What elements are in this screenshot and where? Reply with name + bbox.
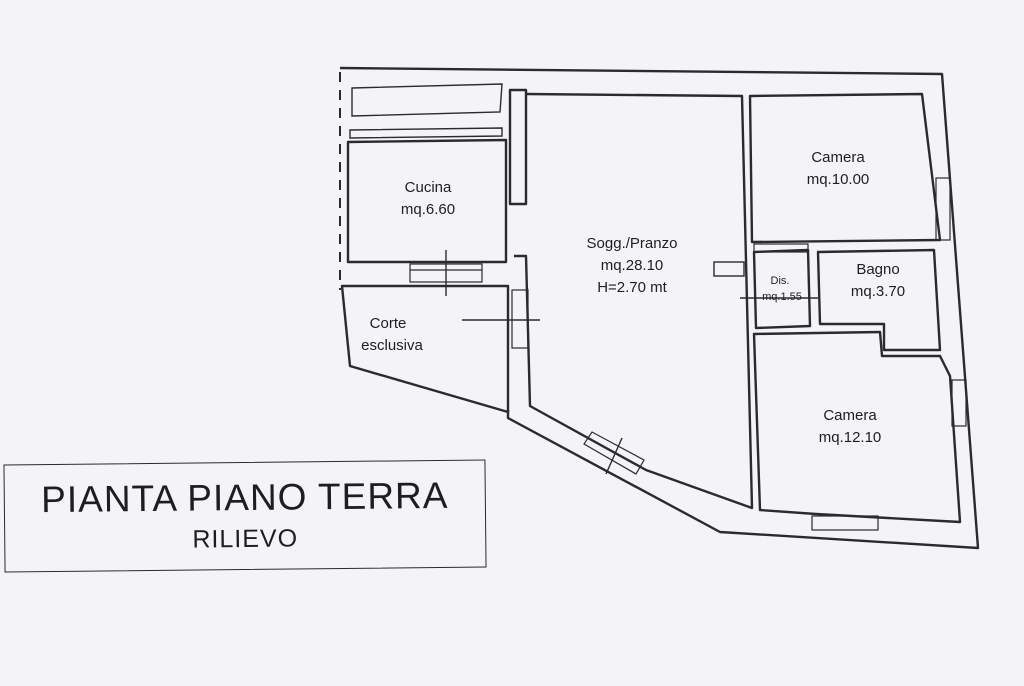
title-block: PIANTA PIANO TERRA RILIEVO (3, 459, 487, 573)
soggiorno-area: mq.28.10 (601, 257, 664, 274)
partition-cucina-soggiorno (508, 88, 528, 206)
camera-bottom-window (951, 379, 967, 427)
label-camera-bottom: Camera mq.12.10 (819, 407, 882, 446)
cucina-wall (346, 138, 508, 264)
corte-name: Corte (370, 315, 407, 332)
dis-name: Dis. (771, 275, 790, 287)
label-dis: Dis. mq.1.55 (762, 275, 802, 303)
wall-stub (713, 261, 745, 277)
plan-title: PIANTA PIANO TERRA (40, 474, 449, 521)
soggiorno-door (511, 289, 529, 349)
cucina-name: Cucina (405, 179, 452, 196)
soggiorno-wall (514, 92, 754, 510)
outer-wall (339, 66, 980, 550)
label-bagno: Bagno mq.3.70 (851, 261, 905, 300)
corte-name-line2: esclusiva (361, 337, 423, 354)
camera-top-area: mq.10.00 (807, 171, 870, 188)
soggiorno-name: Sogg./Pranzo (587, 235, 678, 252)
soggiorno-height: H=2.70 mt (597, 279, 667, 296)
soggiorno-window-axis (605, 437, 623, 475)
dis-wall (752, 248, 812, 330)
corte-boundary (340, 284, 510, 414)
label-soggiorno: Sogg./Pranzo mq.28.10 H=2.70 mt (587, 235, 678, 296)
camera-bottom-wall (752, 330, 962, 524)
counter-top (351, 83, 503, 117)
cucina-area: mq.6.60 (401, 201, 455, 218)
dis-door (753, 243, 809, 253)
label-cucina: Cucina mq.6.60 (401, 179, 455, 218)
camera-top-name: Camera (811, 149, 865, 166)
bagno-wall (816, 248, 942, 352)
dis-area: mq.1.55 (762, 291, 802, 303)
camera-bottom-name: Camera (823, 407, 877, 424)
camera-bottom-area: mq.12.10 (819, 429, 882, 446)
camera-bottom-door (811, 515, 879, 531)
bagno-area: mq.3.70 (851, 283, 905, 300)
camera-top-wall (748, 92, 942, 244)
camera-top-window (935, 177, 951, 241)
label-corte: Corte esclusiva (361, 315, 423, 354)
soggiorno-window (583, 431, 645, 475)
plan-subtitle: RILIEVO (192, 524, 299, 554)
bagno-name: Bagno (856, 261, 899, 278)
counter-shelf (349, 127, 503, 139)
label-camera-top: Camera mq.10.00 (807, 149, 870, 188)
